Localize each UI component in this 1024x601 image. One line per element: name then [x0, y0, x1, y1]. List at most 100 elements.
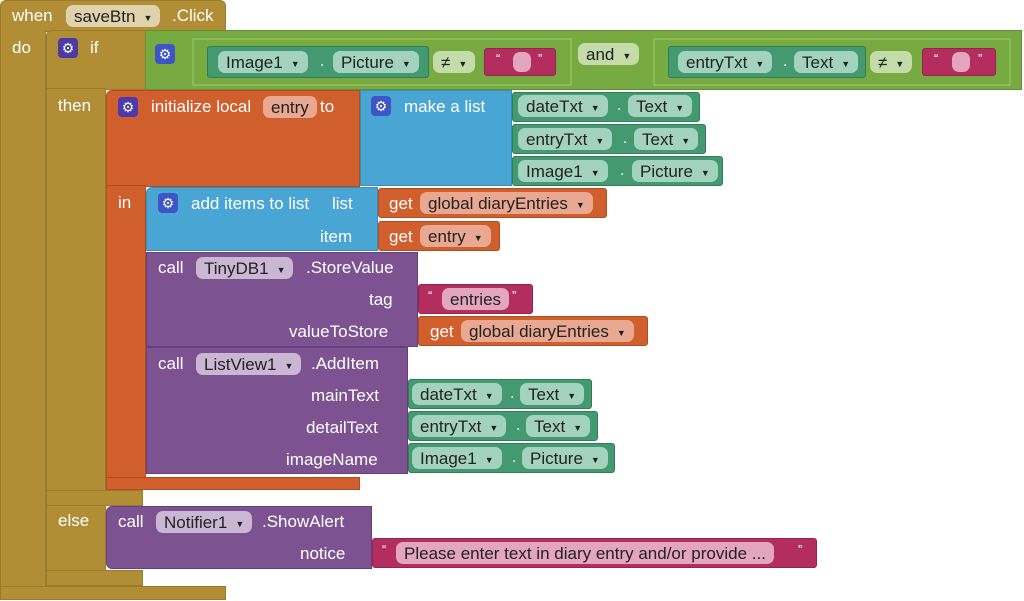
variable-dropdown[interactable]: global diaryEntries ▼: [420, 192, 593, 214]
component-name: Notifier1: [164, 513, 228, 532]
component-dropdown[interactable]: Notifier1 ▼: [156, 511, 253, 533]
dot-separator: .: [623, 130, 628, 147]
dropdown-arrow-icon: ▼: [616, 327, 626, 338]
property-dropdown[interactable]: Text▼: [794, 51, 859, 73]
text-field[interactable]: Please enter text in diary entry and/or …: [396, 542, 774, 564]
event-name: .Click: [172, 6, 214, 25]
component-dropdown[interactable]: dateTxt▼: [412, 383, 502, 405]
property-dropdown[interactable]: Text▼: [520, 383, 585, 405]
property-name: Text: [802, 53, 834, 72]
operator: ≠: [441, 53, 451, 72]
gear-icon[interactable]: ⚙: [155, 44, 175, 64]
get-label: get: [389, 194, 413, 213]
dropdown-arrow-icon: ▼: [284, 360, 294, 371]
dropdown-arrow-icon: ▼: [681, 135, 691, 146]
variable-name: entry: [271, 98, 309, 117]
property-dropdown[interactable]: Picture ▼: [522, 447, 608, 469]
initialize-local-block[interactable]: [106, 90, 360, 187]
dropdown-arrow-icon: ▼: [595, 135, 605, 146]
dropdown-arrow-icon: ▼: [235, 518, 245, 529]
component-dropdown[interactable]: Image1▼: [412, 447, 502, 469]
dropdown-arrow-icon: ▼: [700, 167, 710, 178]
close-quote: ”: [512, 288, 517, 303]
property-dropdown[interactable]: Text ▼: [634, 128, 699, 150]
gear-icon[interactable]: ⚙: [58, 38, 78, 58]
init-label: initialize local: [151, 97, 252, 116]
variable-name: global diaryEntries: [428, 194, 568, 213]
list-label: list: [332, 194, 353, 213]
get-label: get: [389, 227, 413, 246]
dot-separator: .: [617, 97, 622, 114]
param-label: mainText: [311, 386, 380, 405]
param-label: imageName: [286, 450, 378, 469]
text-field[interactable]: [952, 52, 970, 72]
component-dropdown[interactable]: Image1▼: [218, 51, 308, 73]
logic-operator-dropdown[interactable]: and▼: [578, 43, 640, 65]
method-name: .StoreValue: [306, 258, 394, 277]
make-list-label: make a list: [404, 97, 486, 116]
open-quote: “: [934, 51, 939, 66]
dot-separator: .: [512, 449, 517, 466]
component-dropdown[interactable]: TinyDB1▼: [196, 257, 294, 279]
in-label: in: [118, 193, 132, 212]
component-dropdown[interactable]: dateTxt▼: [518, 95, 608, 117]
logic-operator: and: [586, 45, 615, 64]
component-name: Image1: [420, 449, 477, 468]
gear-icon[interactable]: ⚙: [371, 96, 391, 116]
dropdown-arrow-icon: ▼: [895, 58, 905, 69]
notice-label: notice: [300, 544, 346, 563]
dropdown-arrow-icon: ▼: [143, 12, 153, 23]
component-dropdown[interactable]: ListView1▼: [196, 353, 302, 375]
variable-name-field[interactable]: entry: [263, 96, 317, 118]
add-items-to-list-block[interactable]: [146, 187, 378, 251]
component-name: dateTxt: [526, 97, 583, 116]
variable-dropdown[interactable]: entry▼: [420, 225, 491, 247]
property-dropdown[interactable]: Picture▼: [632, 160, 718, 182]
init-column: [106, 185, 146, 481]
property-dropdown[interactable]: Text▼: [628, 95, 693, 117]
method-name: .ShowAlert: [262, 512, 345, 531]
dropdown-arrow-icon: ▼: [575, 199, 585, 210]
dropdown-arrow-icon: ▼: [473, 232, 483, 243]
open-quote: “: [428, 288, 433, 303]
variable-dropdown[interactable]: global diaryEntries▼: [461, 320, 634, 342]
event-bottom: [0, 586, 226, 600]
text-value: Please enter text in diary entry and/or …: [404, 544, 766, 563]
get-label: get: [430, 322, 454, 341]
property-dropdown[interactable]: Picture▼: [333, 51, 419, 73]
operator-dropdown[interactable]: ≠▼: [433, 51, 476, 73]
dropdown-arrow-icon: ▼: [675, 102, 685, 113]
call-label: call: [158, 258, 184, 277]
gear-icon[interactable]: ⚙: [118, 97, 138, 117]
component-dropdown[interactable]: entryTxt▼: [678, 51, 773, 73]
component-dropdown[interactable]: saveBtn▼: [66, 5, 161, 27]
if-bottom: [46, 570, 143, 586]
component-name: dateTxt: [420, 385, 477, 404]
component-dropdown[interactable]: entryTxt▼: [518, 128, 613, 150]
text-field[interactable]: entries: [442, 288, 510, 310]
property-dropdown[interactable]: Text▼: [526, 415, 591, 437]
gear-icon[interactable]: ⚙: [158, 193, 178, 213]
dropdown-arrow-icon: ▼: [290, 58, 300, 69]
dropdown-arrow-icon: ▼: [755, 58, 765, 69]
dropdown-arrow-icon: ▼: [590, 167, 600, 178]
text-field[interactable]: [513, 52, 531, 72]
item-label: item: [320, 227, 353, 246]
event-body-column: [0, 30, 46, 590]
else-label: else: [58, 511, 90, 530]
then-label: then: [58, 96, 92, 115]
property-name: Text: [642, 130, 674, 149]
operator-dropdown[interactable]: ≠▼: [870, 51, 913, 73]
dropdown-arrow-icon: ▼: [458, 58, 468, 69]
component-dropdown[interactable]: Image1▼: [518, 160, 608, 182]
property-name: Picture: [341, 53, 394, 72]
dot-separator: .: [516, 417, 521, 434]
property-name: Picture: [530, 449, 583, 468]
open-quote: “: [382, 542, 387, 557]
method-name: .AddItem: [311, 354, 380, 373]
property-name: Text: [528, 385, 560, 404]
component-dropdown[interactable]: entryTxt▼: [412, 415, 507, 437]
component-name: TinyDB1: [204, 259, 269, 278]
to-label: to: [320, 97, 335, 116]
dropdown-arrow-icon: ▼: [590, 454, 600, 465]
